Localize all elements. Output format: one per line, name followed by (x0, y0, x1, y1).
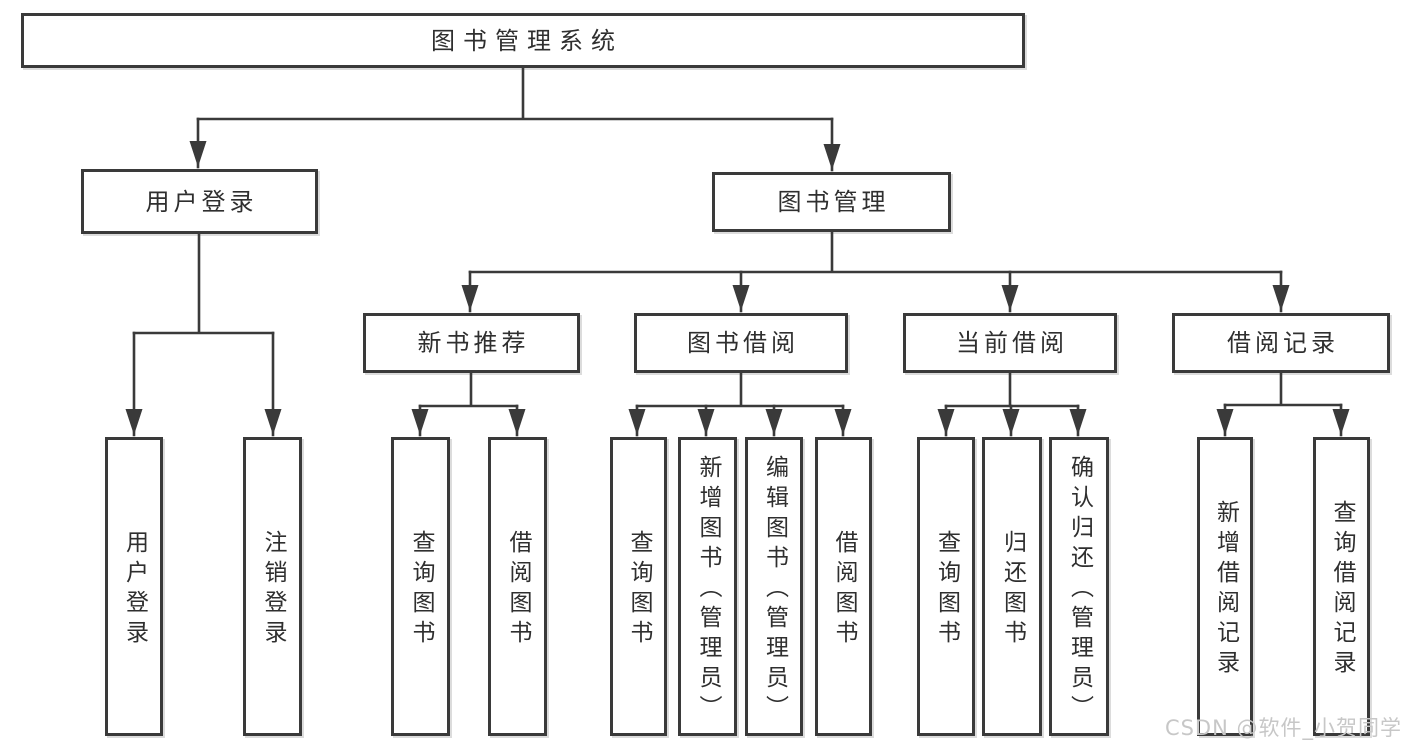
connector-current-borrow-children (937, 371, 1087, 437)
node-user-login: 用户登录 (81, 169, 318, 234)
csdn-watermark: CSDN @软件_小贺同学 (1164, 716, 1402, 740)
leaf-add-borrow-record: 新增借阅记录 (1197, 437, 1253, 736)
node-label: 新增借阅记录 (1212, 500, 1239, 680)
leaf-edit-books-admin: 编辑图书（管理员） (745, 437, 803, 736)
connector-user-login-children (125, 232, 282, 437)
node-label: 新书推荐 (417, 329, 530, 357)
node-label: 用户登录 (145, 187, 258, 216)
node-label: 注销登录 (260, 530, 286, 650)
node-label: 图书管理 (777, 188, 890, 216)
node-label: 确认归还（管理员） (1066, 455, 1093, 725)
node-label: 图书借阅 (687, 329, 799, 357)
leaf-query-books-recommend: 查询图书 (391, 437, 450, 736)
leaf-return-books: 归还图书 (982, 437, 1042, 736)
leaf-borrow-books-recommend: 借阅图书 (488, 437, 547, 736)
leaf-query-books-current: 查询图书 (917, 437, 975, 736)
node-label: 借阅图书 (505, 530, 531, 650)
leaf-query-borrow-record: 查询借阅记录 (1313, 437, 1370, 736)
node-borrow-records: 借阅记录 (1172, 313, 1390, 373)
node-book-management: 图书管理 (712, 172, 951, 232)
leaf-logout: 注销登录 (243, 437, 302, 736)
node-label: 借阅记录 (1227, 329, 1339, 357)
node-label: 用户登录 (121, 530, 148, 650)
node-label: 查询图书 (626, 530, 652, 650)
node-label: 归还图书 (999, 530, 1026, 650)
leaf-user-login: 用户登录 (105, 437, 163, 736)
leaf-borrow-books: 借阅图书 (815, 437, 872, 736)
leaf-query-books-borrow: 查询图书 (610, 437, 667, 736)
connector-root-to-level2 (189, 65, 841, 172)
node-new-book-recommend: 新书推荐 (363, 313, 580, 373)
connector-book-management-children (461, 230, 1290, 313)
node-label: 查询图书 (408, 530, 434, 650)
leaf-add-books-admin: 新增图书（管理员） (678, 437, 737, 736)
node-label: 图书管理系统 (431, 26, 623, 55)
connector-borrow-records-children (1216, 371, 1350, 437)
node-library-management-system: 图书管理系统 (21, 13, 1025, 68)
node-current-borrow: 当前借阅 (903, 313, 1117, 373)
node-book-borrow: 图书借阅 (634, 313, 848, 373)
node-label: 查询图书 (933, 530, 960, 650)
node-label: 借阅图书 (831, 530, 857, 650)
node-label: 查询借阅记录 (1329, 500, 1355, 680)
node-label: 编辑图书（管理员） (761, 455, 788, 725)
connector-book-borrow-children (628, 371, 852, 437)
node-label: 当前借阅 (956, 329, 1068, 357)
node-label: 新增图书（管理员） (695, 455, 721, 725)
connector-new-book-recommend-children (411, 371, 526, 437)
leaf-confirm-return-admin: 确认归还（管理员） (1049, 437, 1109, 736)
